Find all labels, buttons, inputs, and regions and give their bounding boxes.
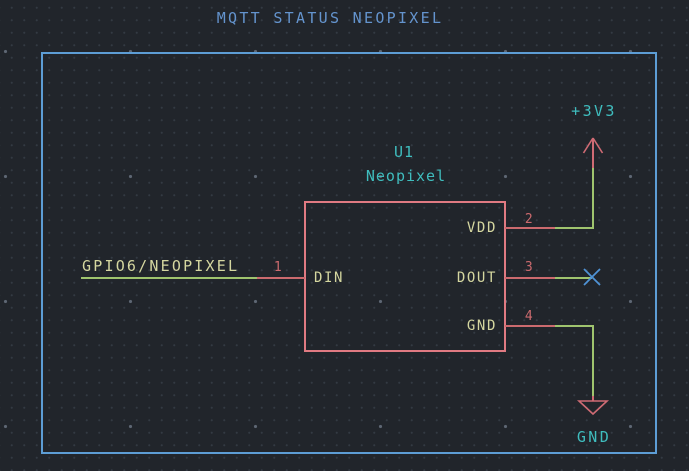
component-body-u1[interactable] — [304, 201, 506, 352]
sheet-border — [41, 52, 657, 454]
pin-name-vdd: VDD — [466, 220, 497, 236]
pin-number-3: 3 — [524, 260, 534, 275]
pin-number-2: 2 — [524, 212, 534, 227]
wire-gnd-to-ground[interactable] — [555, 325, 594, 396]
no-connect-icon[interactable] — [583, 268, 601, 286]
net-label-gpio6-neopixel[interactable]: GPIO6/NEOPIXEL — [82, 257, 240, 275]
power-label-gnd[interactable]: GND — [576, 428, 612, 446]
pin-name-gnd: GND — [466, 318, 497, 334]
component-reference[interactable]: U1 — [393, 143, 415, 161]
wire-vdd-to-3v3[interactable] — [555, 168, 594, 229]
power-symbol-3v3[interactable] — [582, 137, 604, 168]
power-label-3v3[interactable]: +3V3 — [571, 102, 617, 120]
pin-name-din: DIN — [314, 270, 345, 286]
power-symbol-gnd[interactable] — [576, 396, 610, 416]
pin-name-dout: DOUT — [456, 270, 497, 286]
pin-number-1: 1 — [273, 260, 283, 275]
pin-number-4: 4 — [524, 309, 534, 324]
component-value[interactable]: Neopixel — [365, 167, 447, 185]
sheet-title[interactable]: MQTT STATUS NEOPIXEL — [216, 9, 444, 27]
